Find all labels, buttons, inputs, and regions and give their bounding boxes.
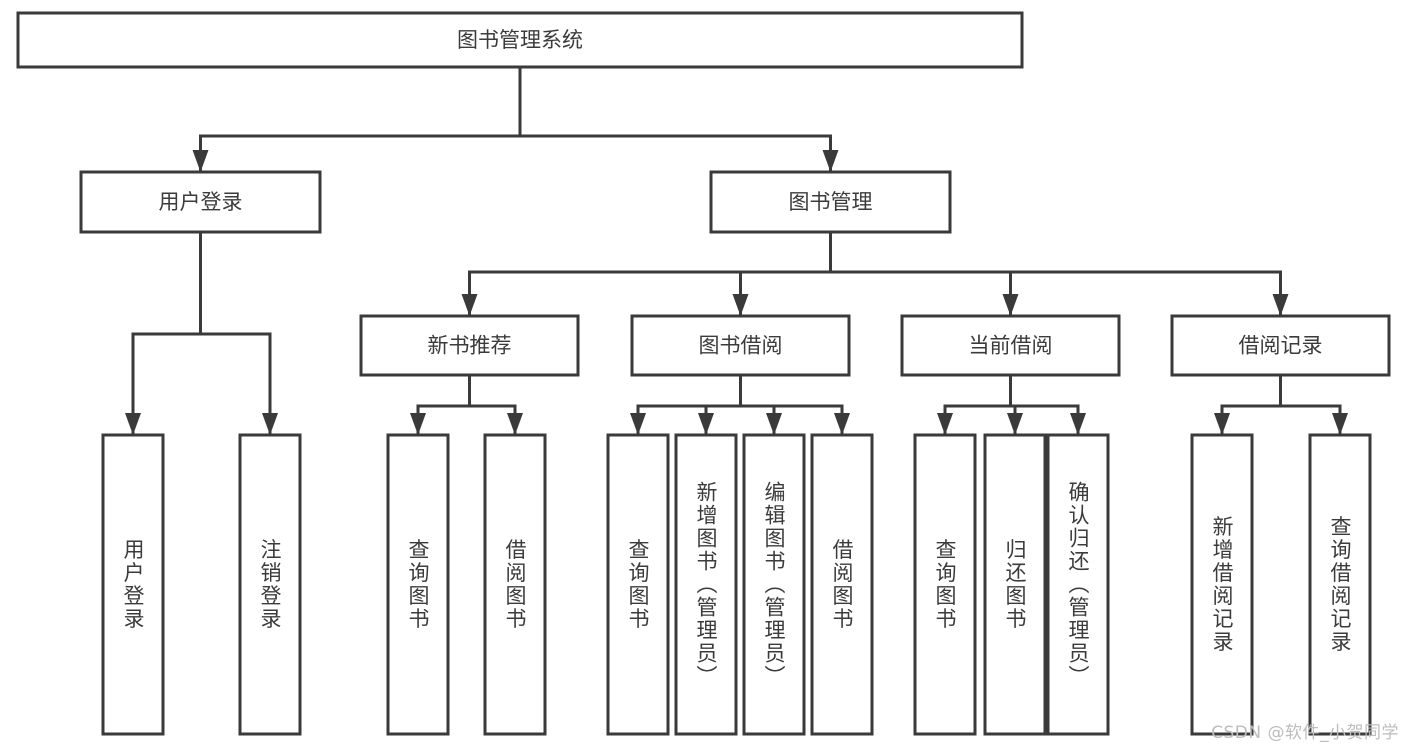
arrow-icon-l3_current [1002, 294, 1019, 316]
node-l3_new[interactable]: 新书推荐 [359, 314, 580, 377]
node-l3_borrow[interactable]: 图书借阅 [630, 314, 851, 377]
arrow-icon-l2_book [822, 150, 839, 172]
node-l2_user[interactable]: 用户登录 [79, 170, 322, 234]
node-box-leaf_user_logout[interactable] [238, 433, 302, 736]
node-box-l3_record[interactable] [1170, 314, 1391, 377]
arrow-icon-leaf_rec_add [1214, 413, 1230, 435]
node-leaf_borrow_add[interactable]: 新增图书（管理员） [674, 433, 738, 736]
node-box-leaf_borrow_lend[interactable] [810, 433, 874, 736]
node-label-leaf_user_logout: 注销登录 [258, 539, 282, 631]
node-leaf_cur_confirm[interactable]: 确认归还（管理员） [1046, 433, 1110, 736]
node-box-leaf_cur_return[interactable] [983, 433, 1047, 736]
edge-group-l3_borrow [630, 373, 850, 436]
edge-group-l3_new [410, 373, 523, 436]
node-root[interactable]: 图书管理系统 [16, 11, 1024, 69]
node-leaf_cur_query[interactable]: 查询图书 [913, 433, 977, 736]
arrow-icon-leaf_borrow_query [630, 413, 646, 435]
node-label-root: 图书管理系统 [457, 28, 583, 52]
node-label-leaf_user_login: 用户登录 [121, 539, 145, 631]
node-leaf_new_query[interactable]: 查询图书 [386, 433, 450, 736]
node-label-leaf_rec_query: 查询借阅记录 [1328, 516, 1352, 654]
node-label-leaf_borrow_query: 查询图书 [626, 539, 650, 631]
node-box-leaf_new_borrow[interactable] [483, 433, 547, 736]
node-box-leaf_borrow_add[interactable] [674, 433, 738, 736]
node-box-leaf_borrow_query[interactable] [606, 433, 670, 736]
node-box-leaf_rec_add[interactable] [1190, 433, 1254, 736]
node-leaf_rec_add[interactable]: 新增借阅记录 [1190, 433, 1254, 736]
node-label-l2_book: 图书管理 [789, 190, 873, 214]
node-label-l3_current: 当前借阅 [969, 334, 1053, 358]
node-leaf_user_logout[interactable]: 注销登录 [238, 433, 302, 736]
node-box-leaf_user_login[interactable] [101, 433, 165, 736]
node-box-leaf_cur_confirm[interactable] [1046, 433, 1110, 736]
node-label-leaf_borrow_edit: 编辑图书（管理员） [762, 481, 786, 688]
node-box-leaf_rec_query[interactable] [1308, 433, 1372, 736]
arrow-icon-leaf_borrow_add [698, 413, 714, 435]
node-box-leaf_borrow_edit[interactable] [742, 433, 806, 736]
arrow-icon-l3_record [1272, 294, 1289, 316]
node-leaf_user_login[interactable]: 用户登录 [101, 433, 165, 736]
node-box-leaf_cur_query[interactable] [913, 433, 977, 736]
node-box-l3_borrow[interactable] [630, 314, 851, 377]
node-label-leaf_rec_add: 新增借阅记录 [1210, 516, 1234, 654]
node-layer: 图书管理系统用户登录图书管理新书推荐图书借阅当前借阅借阅记录用户登录注销登录查询… [16, 11, 1391, 736]
node-l3_current[interactable]: 当前借阅 [900, 314, 1121, 377]
node-box-l3_current[interactable] [900, 314, 1121, 377]
node-leaf_borrow_query[interactable]: 查询图书 [606, 433, 670, 736]
node-label-l3_record: 借阅记录 [1239, 334, 1323, 358]
node-label-leaf_cur_return: 归还图书 [1003, 539, 1027, 631]
edge-group-root [192, 65, 839, 173]
arrow-icon-l2_user [192, 150, 209, 172]
arrow-icon-leaf_borrow_edit [766, 413, 782, 435]
edge-group-l3_current [937, 373, 1086, 436]
connector-layer [125, 65, 1348, 436]
node-label-leaf_new_query: 查询图书 [406, 539, 430, 631]
node-leaf_rec_query[interactable]: 查询借阅记录 [1308, 433, 1372, 736]
node-box-l2_user[interactable] [79, 170, 322, 234]
node-label-leaf_borrow_add: 新增图书（管理员） [694, 481, 718, 688]
node-leaf_borrow_edit[interactable]: 编辑图书（管理员） [742, 433, 806, 736]
arrow-icon-leaf_new_borrow [507, 413, 523, 435]
arrow-icon-l3_new [461, 294, 478, 316]
arrow-icon-leaf_cur_confirm [1070, 413, 1086, 435]
node-l2_book[interactable]: 图书管理 [709, 170, 952, 234]
arrow-icon-leaf_borrow_lend [834, 413, 850, 435]
arrow-icon-l3_borrow [732, 294, 749, 316]
edge-group-l2_book [461, 230, 1289, 317]
arrow-icon-leaf_user_login [125, 413, 141, 435]
arrow-icon-leaf_cur_query [937, 413, 953, 435]
edge-group-l2_user [125, 230, 278, 436]
node-label-leaf_cur_query: 查询图书 [933, 539, 957, 631]
node-label-l3_borrow: 图书借阅 [699, 334, 783, 358]
node-label-leaf_borrow_lend: 借阅图书 [830, 539, 854, 631]
csdn-watermark: CSDN @软件_小贺同学 [1211, 723, 1399, 743]
node-leaf_borrow_lend[interactable]: 借阅图书 [810, 433, 874, 736]
node-label-l2_user: 用户登录 [159, 190, 243, 214]
node-box-l3_new[interactable] [359, 314, 580, 377]
arrow-icon-leaf_cur_return [1007, 413, 1023, 435]
node-label-leaf_cur_confirm: 确认归还（管理员） [1066, 481, 1090, 688]
node-leaf_new_borrow[interactable]: 借阅图书 [483, 433, 547, 736]
node-leaf_cur_return[interactable]: 归还图书 [983, 433, 1047, 736]
node-box-l2_book[interactable] [709, 170, 952, 234]
node-box-leaf_new_query[interactable] [386, 433, 450, 736]
edge-group-l3_record [1214, 373, 1348, 436]
node-box-root[interactable] [16, 11, 1024, 69]
arrow-icon-leaf_rec_query [1332, 413, 1348, 435]
node-label-leaf_new_borrow: 借阅图书 [503, 539, 527, 631]
node-l3_record[interactable]: 借阅记录 [1170, 314, 1391, 377]
arrow-icon-leaf_user_logout [262, 413, 278, 435]
node-label-l3_new: 新书推荐 [428, 334, 512, 358]
arrow-icon-leaf_new_query [410, 413, 426, 435]
